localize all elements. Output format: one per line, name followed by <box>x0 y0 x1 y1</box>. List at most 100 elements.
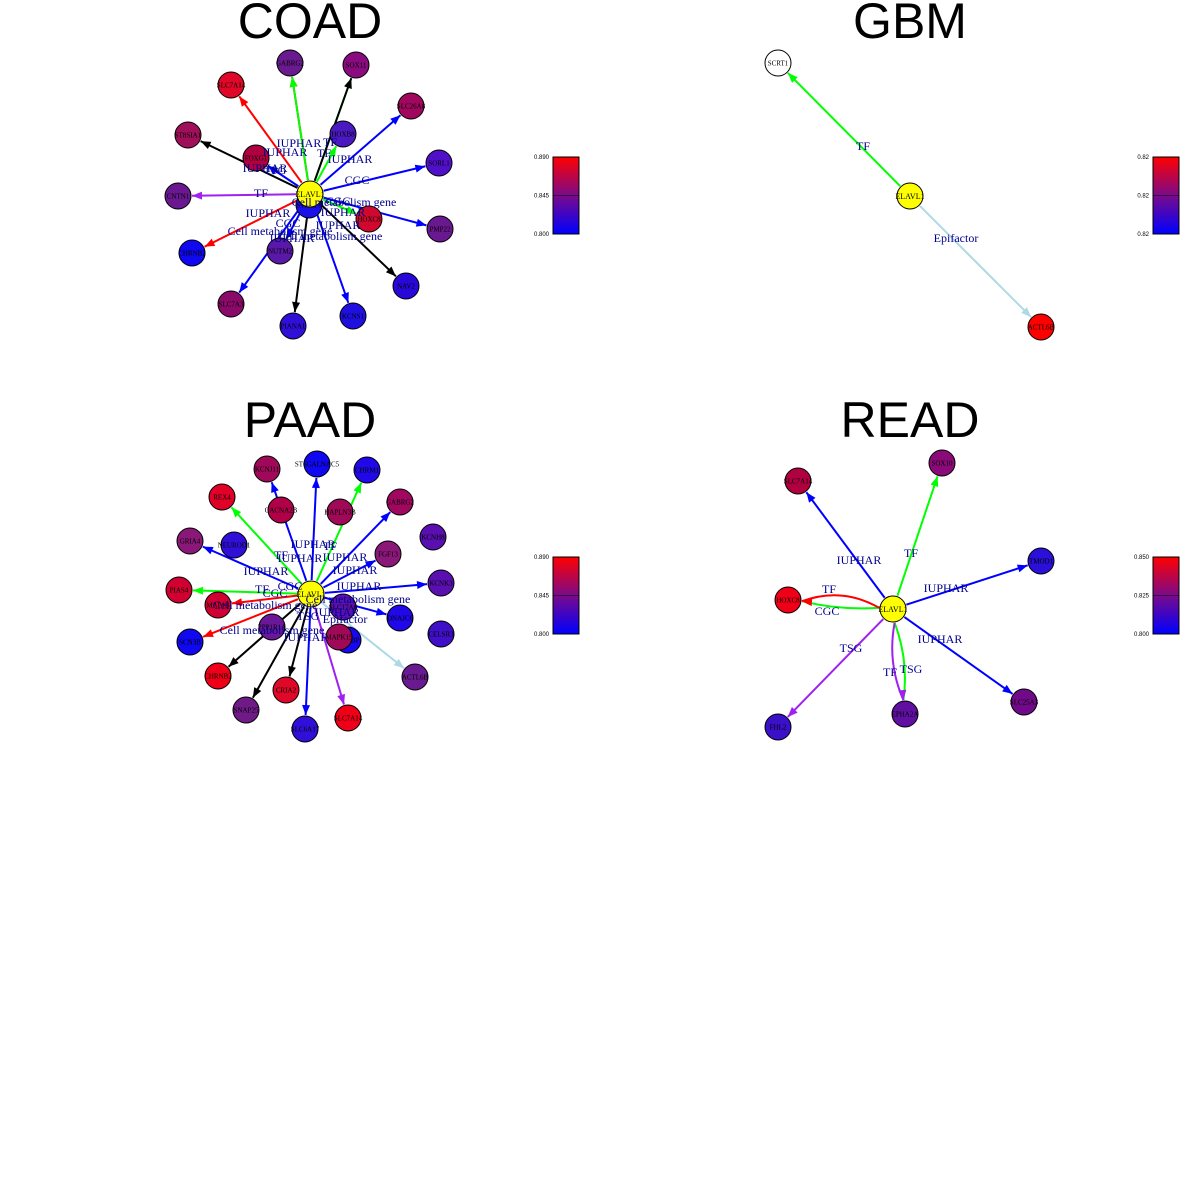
gene-node[interactable]: SNAP25 <box>232 696 260 724</box>
gene-node-circle <box>764 713 792 741</box>
gene-node[interactable]: DNAJC6 <box>386 604 414 632</box>
gene-node-circle <box>425 149 453 177</box>
edge-tf <box>896 475 939 597</box>
edge-label: TSG <box>900 662 923 676</box>
edge-label: TF <box>254 186 268 200</box>
gene-node[interactable]: SLC7A14 <box>217 71 246 99</box>
edge-label: Epifactor <box>323 612 368 626</box>
gene-node[interactable]: HOXB8 <box>329 120 357 148</box>
gene-node[interactable]: PIANA1 <box>279 312 307 340</box>
gene-node[interactable]: NAV2 <box>392 272 420 300</box>
gene-node[interactable]: ST8SIA1 <box>174 121 202 149</box>
gene-node[interactable]: KCNJ11 <box>253 455 281 483</box>
gene-node[interactable]: HAPLN3B <box>324 498 356 526</box>
edge-label: CGC <box>278 579 303 593</box>
gene-node[interactable]: PMP22 <box>426 215 454 243</box>
edge-label: IUPHAR <box>924 581 969 595</box>
edge-epifactor <box>919 205 1032 318</box>
edge-tf <box>315 482 363 582</box>
gene-node[interactable]: GABRG2 <box>386 488 415 516</box>
gene-node[interactable]: GABRG2 <box>276 49 305 77</box>
edge-cgc <box>238 95 303 184</box>
gene-node[interactable]: NUTM2 <box>266 237 294 265</box>
gene-node[interactable]: KCNS1 <box>339 302 367 330</box>
gene-node[interactable]: GRIA4 <box>176 527 204 555</box>
hub-node[interactable]: ELAVL1 <box>895 182 925 210</box>
gene-node[interactable]: PPP1R1A <box>258 613 286 641</box>
gene-node-circle <box>178 239 206 267</box>
gene-node-circle <box>355 205 383 233</box>
edge-iuphar <box>320 511 391 585</box>
gene-node[interactable]: CELSR3 <box>427 620 455 648</box>
gene-node[interactable]: SLC7A3 <box>217 290 245 318</box>
gene-node[interactable]: SCRT1 <box>764 49 792 77</box>
gene-node[interactable]: CHRM1 <box>353 456 381 484</box>
gene-node-label: NEUROD1 <box>218 542 251 550</box>
edge-iuphar <box>324 583 428 594</box>
gene-node[interactable]: CRIA2 <box>272 676 300 704</box>
edge-cell-metabolism-gene-arrowhead <box>288 665 296 677</box>
gene-node-label: SCN3B <box>179 639 201 647</box>
gene-node[interactable]: SCN3B <box>176 628 204 656</box>
edge-tsg-arrowhead <box>898 689 907 701</box>
gene-node[interactable]: REX4 <box>208 483 236 511</box>
hub-node[interactable]: ELAVL1 <box>295 180 325 208</box>
gene-node[interactable]: ACTL6B <box>1027 313 1055 341</box>
gene-node[interactable]: SLC7A14 <box>784 467 813 495</box>
gene-node[interactable]: EPHA2A <box>891 700 919 728</box>
gene-node-circle <box>176 628 204 656</box>
gene-node[interactable]: ST6GALNAC5 <box>295 450 340 478</box>
edge-label: TF <box>255 582 269 596</box>
gene-node[interactable]: TMOD1 <box>1027 547 1055 575</box>
edge-label: CGC <box>345 173 370 187</box>
gene-node[interactable]: PIAS4 <box>165 576 193 604</box>
gene-node-label: PIAS4 <box>170 587 189 595</box>
gene-node[interactable]: CHRNB2 <box>178 239 206 267</box>
gene-node[interactable]: CACNA2B <box>265 496 298 524</box>
gene-node[interactable]: KCNK3 <box>427 569 455 597</box>
gene-node-label: ACTL6B <box>402 674 429 682</box>
edge-iuphar-arrowhead <box>806 492 816 503</box>
gene-node[interactable]: SLC25A3 <box>1010 688 1039 716</box>
edge-cgc-arrowhead <box>231 598 243 607</box>
gene-node[interactable]: KCNH8 <box>419 523 447 551</box>
gene-node-circle <box>774 586 802 614</box>
gene-node-label: PMP22 <box>429 226 451 234</box>
gene-node[interactable]: SORL1 <box>425 149 453 177</box>
gene-node-label: SCRT1 <box>768 60 789 68</box>
gene-node[interactable]: CNTN1 <box>164 182 192 210</box>
gene-node[interactable]: FOXG1 <box>242 144 270 172</box>
gene-node[interactable]: ACTL6B <box>401 663 429 691</box>
gene-node[interactable]: MAPK15 <box>325 623 353 651</box>
gene-node[interactable]: FGF13 <box>374 540 402 568</box>
gene-node-label: EPHA2A <box>892 711 919 719</box>
hub-node[interactable]: ELAVL1 <box>878 595 908 623</box>
gene-node[interactable]: NEUROD1 <box>218 531 251 559</box>
edge-iuphar-arrowhead <box>311 477 320 489</box>
gene-node-label: SLC7A14 <box>334 715 363 723</box>
gene-node-circle <box>339 302 367 330</box>
gene-node[interactable]: SLC6A17 <box>291 715 320 743</box>
gene-node-circle <box>272 676 300 704</box>
gene-node[interactable]: SLC26A8 <box>397 92 426 120</box>
gene-node-label: SOX10 <box>931 460 953 468</box>
gene-node[interactable]: CHRNB2 <box>204 662 232 690</box>
gene-node-circle <box>204 591 232 619</box>
gene-node[interactable]: SOX11 <box>342 51 370 79</box>
gene-node[interactable]: HOXC8 <box>355 205 383 233</box>
gene-node[interactable]: HOXC8 <box>774 586 802 614</box>
gene-node[interactable]: SOX10 <box>928 449 956 477</box>
gene-node[interactable]: SLC17A6 <box>329 593 358 621</box>
edge-label: CGC <box>815 604 840 618</box>
hub-node[interactable]: ELAVL1 <box>296 580 326 608</box>
gene-node[interactable]: FHL2 <box>764 713 792 741</box>
edge-label: IUPHAR <box>328 152 373 166</box>
gene-node[interactable]: SLC7A14 <box>334 704 363 732</box>
edge-tsg <box>191 193 297 197</box>
edge-label: IUPHAR <box>278 551 323 565</box>
gene-node-label: NAV2 <box>397 283 415 291</box>
color-bar-tick-label: 0.800 <box>1134 632 1150 638</box>
gene-node[interactable]: MAP1B <box>204 591 232 619</box>
gene-node-label: SLC7A14 <box>784 478 813 486</box>
